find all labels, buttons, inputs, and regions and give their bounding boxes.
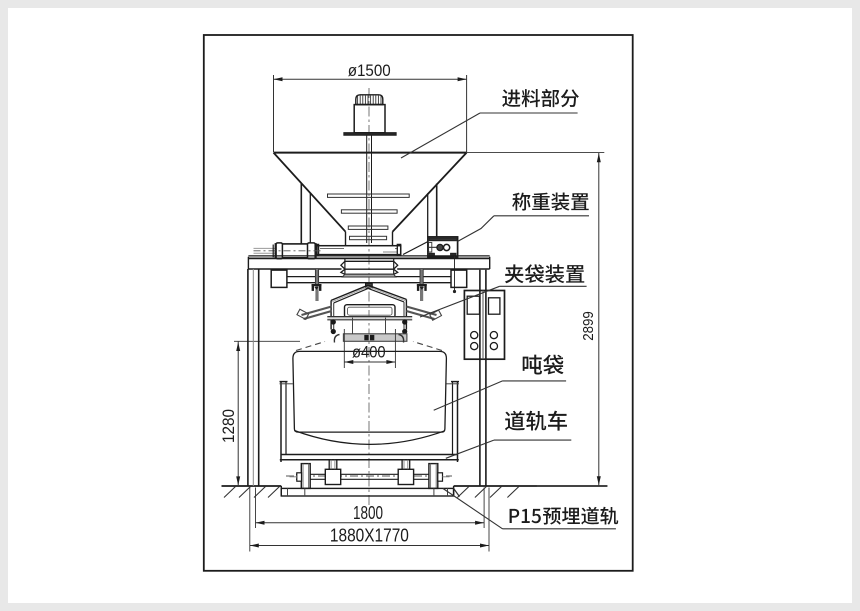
svg-text:1280: 1280 [219,409,238,443]
svg-text:1800: 1800 [353,503,383,523]
svg-text:ø400: ø400 [352,343,386,362]
svg-text:2899: 2899 [580,311,597,341]
svg-text:1880X1770: 1880X1770 [330,526,409,546]
svg-text:ø1500: ø1500 [348,62,391,80]
